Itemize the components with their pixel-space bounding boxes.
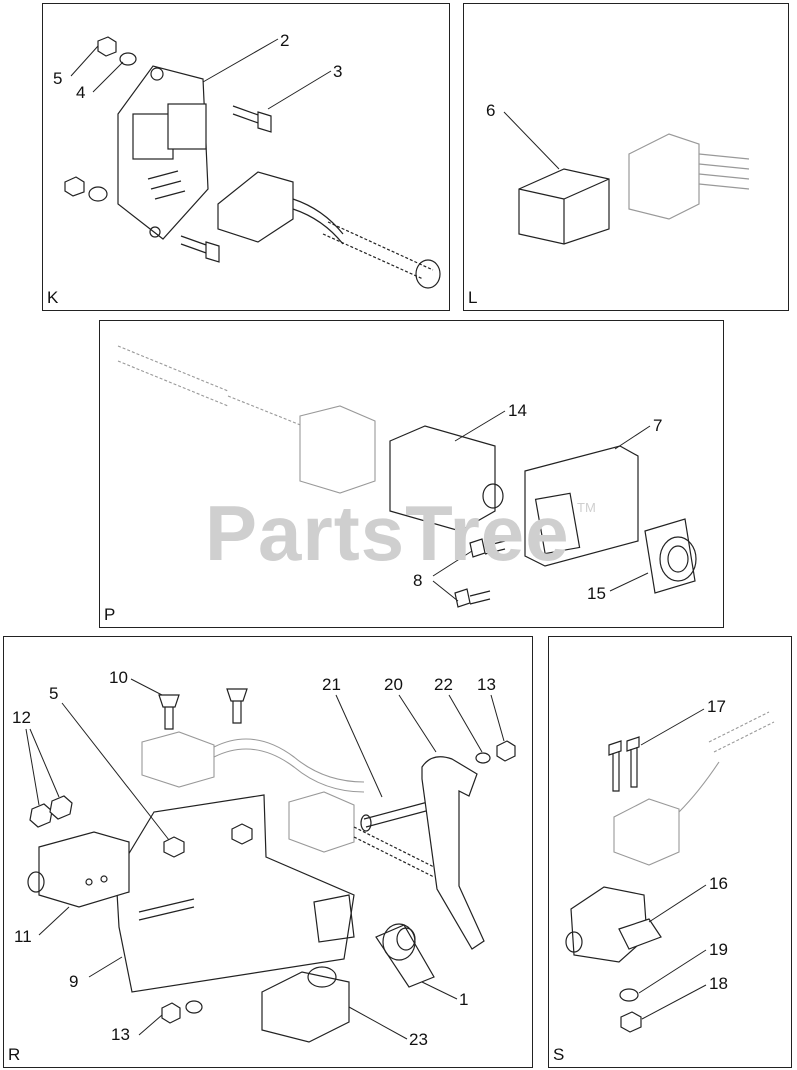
panel-l-drawing: 6 xyxy=(486,101,750,245)
washer-part-19 xyxy=(619,988,639,1002)
callout-17: 17 xyxy=(707,697,726,716)
switch-part-14 xyxy=(389,425,496,532)
callout-18: 18 xyxy=(709,974,728,993)
harness-r xyxy=(353,826,435,878)
panel-r-label: R xyxy=(8,1045,21,1064)
callout-8: 8 xyxy=(413,571,422,590)
callout-10: 10 xyxy=(109,668,128,687)
callout-5-r: 5 xyxy=(49,684,58,703)
callout-23: 23 xyxy=(409,1030,428,1049)
harness-p xyxy=(117,345,304,427)
connector-p xyxy=(299,405,376,494)
lever-part-20 xyxy=(421,756,485,950)
nut-part-18 xyxy=(620,1011,642,1033)
callout-13-top: 13 xyxy=(477,675,496,694)
panel-k-label: K xyxy=(47,288,59,307)
grommet-part-1 xyxy=(375,924,435,988)
watermark: PartsTree xyxy=(205,489,570,577)
screw-part-10b xyxy=(226,688,248,724)
callout-2: 2 xyxy=(280,31,289,50)
callout-6: 6 xyxy=(486,101,495,120)
callout-21: 21 xyxy=(322,675,341,694)
panel-p-drawing: 14 7 8 15 xyxy=(117,345,697,608)
connector-s xyxy=(613,798,680,866)
harness-k xyxy=(322,221,434,280)
nut-part-5-r xyxy=(163,836,185,858)
callout-19: 19 xyxy=(709,940,728,959)
screw-part-3 xyxy=(232,105,262,125)
connector-k xyxy=(217,171,294,243)
callout-9: 9 xyxy=(69,972,78,991)
bracket-part-9 xyxy=(115,794,355,993)
panel-p-label: P xyxy=(104,605,116,624)
nut-part-13b xyxy=(161,1002,181,1024)
panel-l: 6 L xyxy=(463,3,789,311)
panel-l-label: L xyxy=(468,288,478,307)
connector-ghost-l xyxy=(628,133,750,220)
screw-part-10a xyxy=(158,694,180,730)
callout-14: 14 xyxy=(508,401,527,420)
bolt-part-17a xyxy=(608,740,622,792)
panel-r-drawing: 10 21 20 22 13 12 5 11 9 1 13 23 xyxy=(12,668,516,1049)
panel-s-drawing: 17 16 19 18 xyxy=(565,697,775,1033)
callout-5: 5 xyxy=(53,69,62,88)
callout-16: 16 xyxy=(709,874,728,893)
watermark-trademark: TM xyxy=(577,500,596,515)
bolt-part-17b xyxy=(626,736,640,788)
washer-part-22 xyxy=(475,752,491,764)
panel-s-label: S xyxy=(553,1045,565,1064)
switch-part-11 xyxy=(38,831,130,908)
nut-part-13a xyxy=(496,740,516,762)
panel-r: 10 21 20 22 13 12 5 11 9 1 13 23 R xyxy=(3,636,533,1068)
callout-3: 3 xyxy=(333,62,342,81)
switch-part-23 xyxy=(261,971,350,1043)
washer-part-4 xyxy=(119,52,137,66)
callout-12: 12 xyxy=(12,708,31,727)
harness-r-ghost xyxy=(141,731,365,853)
callout-11: 11 xyxy=(14,927,32,946)
panel-k-drawing: 2 3 4 5 xyxy=(53,31,441,289)
callout-15: 15 xyxy=(587,584,606,603)
panel-p: 14 7 8 15 P xyxy=(99,320,724,628)
callout-22: 22 xyxy=(434,675,453,694)
callout-13-bottom: 13 xyxy=(111,1025,130,1044)
panel-s: 17 16 19 18 S xyxy=(548,636,792,1068)
harness-s xyxy=(708,711,775,753)
callout-7: 7 xyxy=(653,416,662,435)
screw-part-8b xyxy=(454,588,471,608)
callout-1: 1 xyxy=(459,990,468,1009)
panel-k: 2 3 4 5 K xyxy=(42,3,450,311)
bolt-part-12b xyxy=(49,795,73,820)
screw-part-8a xyxy=(469,538,486,558)
bolt-part-12a xyxy=(29,803,53,828)
callout-20: 20 xyxy=(384,675,403,694)
callout-4: 4 xyxy=(76,83,85,102)
nut-part-5 xyxy=(97,36,117,57)
